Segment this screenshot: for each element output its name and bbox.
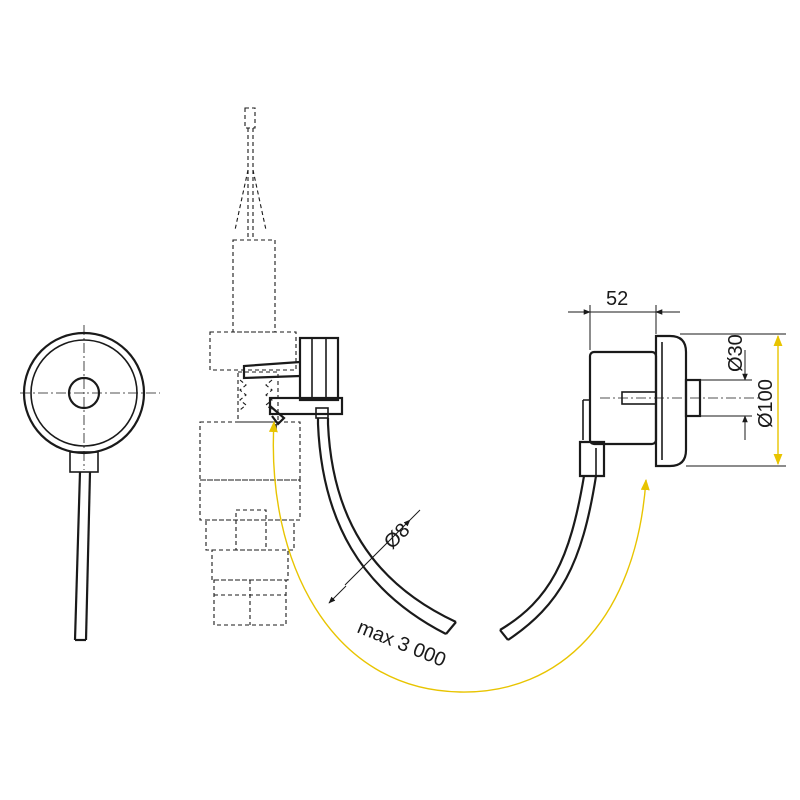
dimension-dia-8: Ø8	[328, 509, 421, 604]
front-view-button	[20, 325, 160, 642]
dimension-dia-30: Ø30	[700, 334, 752, 440]
pneumatic-actuator	[242, 336, 344, 432]
width-52-label: 52	[606, 288, 628, 310]
dimension-width-52: 52	[568, 288, 680, 350]
dimension-dia-100: Ø100	[680, 333, 786, 467]
dia-8-label: Ø8	[380, 519, 414, 553]
air-hose-left	[316, 423, 457, 635]
dia-100-label: Ø100	[755, 379, 777, 428]
dimension-max-length: max 3 000	[268, 420, 650, 693]
dia-30-label: Ø30	[725, 334, 747, 372]
air-hose-right	[499, 475, 598, 641]
